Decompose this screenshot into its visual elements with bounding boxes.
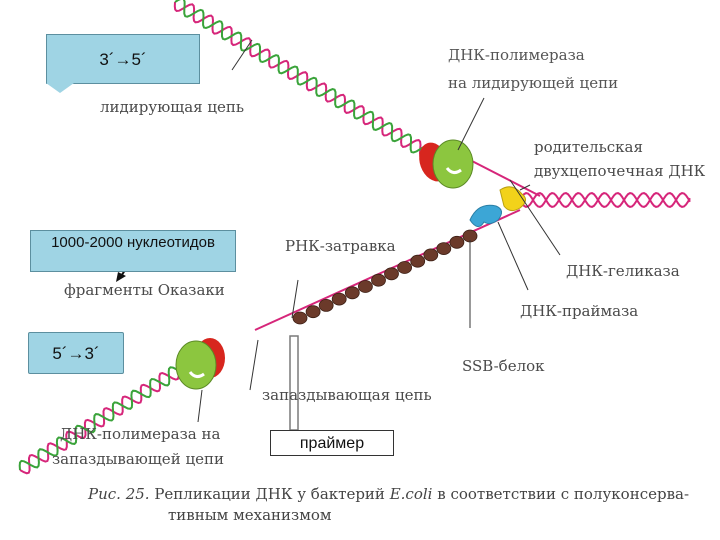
helix-strand	[519, 192, 691, 208]
ssb-proteins	[292, 229, 478, 325]
leading-polymerase	[419, 139, 474, 189]
primer-arrow	[289, 335, 299, 431]
ssb-bead	[292, 311, 308, 325]
caption-line2: тивным механизмом	[168, 506, 332, 524]
helix-strand	[19, 360, 199, 475]
ssb-bead	[436, 242, 452, 256]
label-polymerase-lagging-2: запаздывающей цепи	[52, 450, 224, 468]
label-polymerase-leading-1: ДНК-полимераза	[448, 46, 585, 64]
callout-bottom-direction: 5´→3´	[28, 332, 124, 374]
primase	[469, 204, 502, 227]
label-polymerase-lagging-1: ДНК-полимераза на	[60, 425, 221, 443]
lagging-strand-helix	[18, 354, 199, 475]
helix-strand	[18, 354, 192, 471]
callout-top-direction-text: 3´→5´	[99, 50, 147, 69]
helix-strand	[173, 1, 429, 160]
label-primase: ДНК-праймаза	[520, 302, 639, 320]
callout-top-direction: 3´→5´	[46, 34, 200, 84]
ssb-bead	[449, 235, 465, 249]
pointer-lines	[197, 39, 561, 423]
leading-strand-helix	[173, 0, 431, 160]
helix-strand	[174, 0, 431, 154]
label-rna-primer: РНК-затравка	[285, 237, 396, 255]
callout-okazaki-size: 1000-2000 нуклеотидов	[30, 230, 236, 272]
ssb-bead	[384, 267, 399, 281]
label-helicase: ДНК-геликаза	[566, 262, 680, 280]
label-parental-dna-2: двухцепочечная ДНК	[534, 162, 706, 180]
caption-prefix: Рис. 25.	[88, 485, 150, 503]
helix-strand	[519, 192, 691, 208]
ssb-bead	[357, 280, 373, 293]
ssb-bead	[318, 298, 334, 312]
helicase	[499, 186, 526, 212]
caption-text-a: Репликации ДНК у бактерий	[154, 485, 385, 503]
ssb-bead	[331, 292, 347, 306]
label-parental-dna-1: родительская	[534, 138, 643, 156]
callout-primer: праймер	[270, 430, 394, 456]
ssb-bead	[410, 254, 426, 268]
label-ssb: SSB-белок	[462, 357, 545, 375]
label-polymerase-leading-2: на лидирующей цепи	[448, 74, 619, 92]
ssb-bead	[371, 273, 386, 287]
figure-caption: Рис. 25. Репликации ДНК у бактерий E.col…	[88, 484, 698, 526]
label-lagging-strand: запаздывающая цепь	[262, 386, 432, 404]
label-leading-strand: лидирующая цепь	[100, 98, 245, 116]
ssb-bead	[344, 286, 360, 300]
callout-top-tail	[46, 83, 74, 93]
ssb-bead	[397, 261, 413, 274]
parental-dna-helix	[519, 192, 691, 208]
ssb-bead	[305, 305, 321, 319]
caption-text-b: в соответствии с полуконсерва-	[437, 485, 690, 503]
leading-template-strand	[469, 159, 541, 197]
callout-okazaki-size-text: 1000-2000 нуклеотидов	[51, 234, 215, 251]
callout-primer-text: праймер	[299, 435, 365, 452]
callout-bottom-direction-text: 5´→3´	[52, 344, 100, 363]
lagging-polymerase	[175, 338, 225, 390]
label-okazaki-fragments: фрагменты Оказаки	[64, 281, 225, 299]
caption-organism: E.coli	[389, 485, 433, 503]
ssb-bead	[423, 248, 439, 262]
